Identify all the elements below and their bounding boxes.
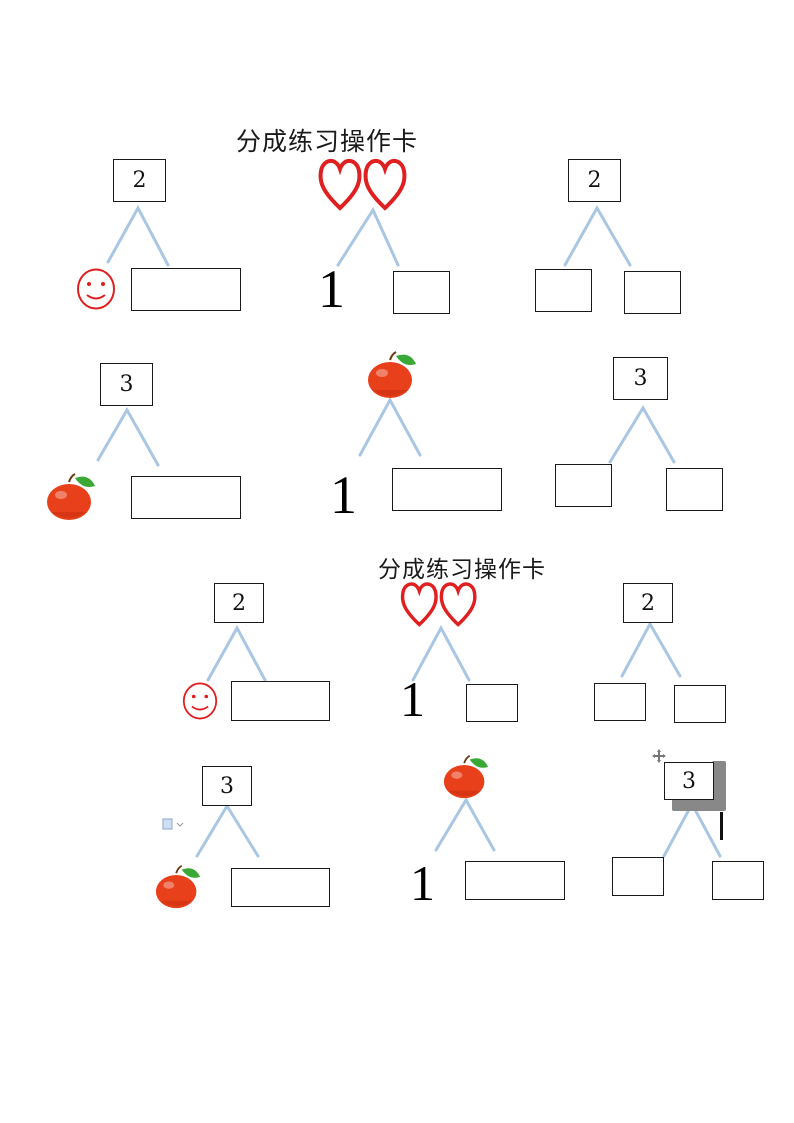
answer-box[interactable] — [555, 464, 612, 507]
answer-box[interactable] — [712, 861, 764, 900]
text-cursor — [720, 812, 723, 840]
answer-box[interactable] — [612, 857, 664, 896]
answer-box[interactable] — [466, 684, 518, 722]
heart-pair-icon — [400, 578, 480, 628]
known-part-number: 1 — [410, 855, 435, 911]
total-box: 2 — [113, 159, 166, 202]
resize-handle-bar[interactable] — [672, 799, 716, 811]
apple-icon — [366, 350, 418, 400]
answer-box[interactable] — [131, 476, 241, 519]
heart-pair-icon — [318, 154, 410, 212]
smiley-icon — [76, 268, 116, 310]
known-part-number: 1 — [330, 465, 357, 525]
card-title: 分成练习操作卡 — [378, 557, 546, 583]
move-handle-icon[interactable] — [651, 748, 667, 764]
total-box: 2 — [623, 583, 673, 623]
card-title: 分成练习操作卡 — [236, 127, 419, 156]
apple-icon — [45, 472, 97, 522]
known-part-number: 1 — [400, 671, 425, 727]
answer-box[interactable] — [465, 861, 565, 900]
document-icon — [162, 818, 184, 830]
apple-icon — [442, 754, 490, 800]
apple-icon — [154, 864, 202, 910]
answer-box[interactable] — [393, 271, 450, 314]
answer-box[interactable] — [666, 468, 723, 511]
answer-box[interactable] — [131, 268, 241, 311]
answer-box[interactable] — [594, 683, 646, 721]
total-box: 2 — [568, 159, 621, 202]
answer-box[interactable] — [674, 685, 726, 723]
total-box: 2 — [214, 583, 264, 623]
answer-box[interactable] — [535, 269, 592, 312]
total-box-selected[interactable]: 3 — [664, 762, 714, 800]
smiley-icon — [182, 682, 218, 720]
answer-box[interactable] — [231, 868, 330, 907]
answer-box[interactable] — [392, 468, 502, 511]
total-box: 3 — [613, 357, 668, 400]
answer-box[interactable] — [624, 271, 681, 314]
answer-box[interactable] — [231, 681, 330, 721]
total-box: 3 — [100, 363, 153, 406]
layout-options-handle[interactable] — [712, 761, 726, 811]
known-part-number: 1 — [318, 259, 345, 319]
total-box: 3 — [202, 766, 252, 806]
